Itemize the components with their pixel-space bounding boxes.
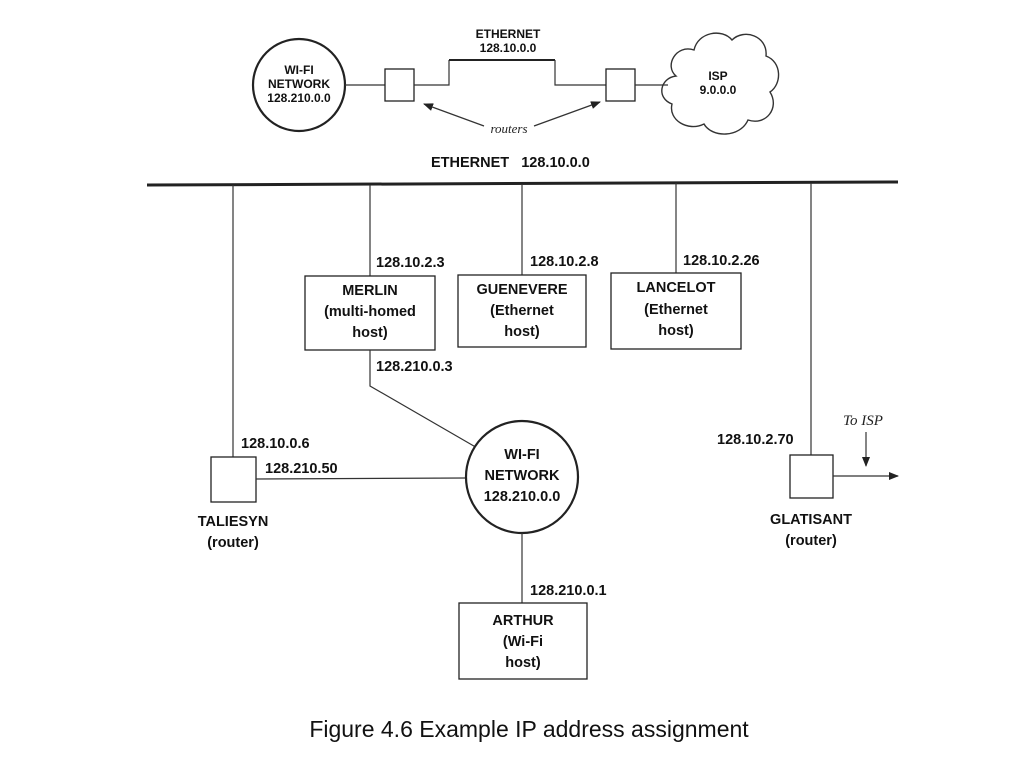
- taliesyn-name: TALIESYN: [198, 514, 269, 530]
- lancelot-address: 128.10.2.26: [683, 253, 760, 269]
- host-arthur: 128.210.0.1 ARTHUR (Wi-Fi host): [458, 583, 607, 680]
- router-glatisant: 128.10.2.70 To ISP GLATISANT (router): [717, 413, 899, 549]
- taliesyn-wifi-address: 128.210.50: [265, 461, 338, 477]
- glatisant-box: [789, 454, 834, 499]
- taliesyn-address: 128.10.0.6: [241, 436, 310, 452]
- arthur-name: ARTHUR: [492, 613, 554, 629]
- isp-label-1: ISP: [708, 69, 727, 83]
- merlin-address: 128.10.2.3: [376, 255, 445, 271]
- glatisant-role: (router): [785, 533, 837, 549]
- top-ethernet-label-1: ETHERNET: [476, 27, 541, 41]
- routers-arrow-right: [533, 101, 601, 127]
- wifi-label-3: 128.210.0.0: [484, 489, 561, 505]
- merlin-box: [304, 275, 436, 351]
- guenevere-desc-2: host): [504, 324, 540, 340]
- guenevere-box: [457, 274, 587, 348]
- top-ethernet-label-2: 128.10.0.0: [480, 41, 537, 55]
- figure-caption: Figure 4.6 Example IP address assignment: [309, 716, 749, 742]
- top-wifi-label-3: 128.210.0.0: [267, 91, 331, 105]
- guenevere-address: 128.10.2.8: [530, 254, 599, 270]
- lancelot-desc-2: host): [658, 323, 694, 339]
- routers-arrow-left: [423, 103, 485, 127]
- top-wifi-label-1: WI-FI: [284, 63, 313, 77]
- host-lancelot: 128.10.2.26 LANCELOT (Ethernet host): [610, 253, 760, 350]
- routers-label: routers: [490, 121, 527, 136]
- isp-label-2: 9.0.0.0: [700, 83, 737, 97]
- taliesyn-wifi-link: [255, 477, 467, 480]
- host-merlin: 128.10.2.3 MERLIN (multi-homed host) 128…: [304, 255, 480, 450]
- ethernet-bus-label: ETHERNET 128.10.0.0: [431, 155, 590, 171]
- lancelot-desc: (Ethernet: [644, 302, 708, 318]
- merlin-wifi-link: [369, 350, 480, 450]
- arthur-address: 128.210.0.1: [530, 583, 607, 599]
- wifi-label-1: WI-FI: [504, 447, 539, 463]
- merlin-desc-2: host): [352, 325, 388, 341]
- lancelot-name: LANCELOT: [637, 280, 716, 296]
- lancelot-box: [610, 272, 742, 350]
- to-isp-label: To ISP: [843, 413, 883, 429]
- top-right-router: [605, 68, 636, 102]
- ethernet-bus: [146, 180, 899, 187]
- top-left-router: [384, 68, 415, 102]
- taliesyn-box: [210, 456, 257, 503]
- merlin-name: MERLIN: [342, 283, 398, 299]
- guenevere-name: GUENEVERE: [476, 282, 567, 298]
- arthur-desc-2: host): [505, 655, 541, 671]
- wifi-label-2: NETWORK: [485, 468, 560, 484]
- taliesyn-role: (router): [207, 535, 259, 551]
- host-guenevere: 128.10.2.8 GUENEVERE (Ethernet host): [457, 254, 599, 348]
- glatisant-name: GLATISANT: [770, 512, 852, 528]
- top-wifi-label-2: NETWORK: [268, 77, 330, 91]
- guenevere-desc: (Ethernet: [490, 303, 554, 319]
- wifi-network: WI-FI NETWORK 128.210.0.0: [464, 419, 580, 603]
- top-overview: WI-FI NETWORK 128.210.0.0 ETHERNET 128.1…: [251, 27, 780, 136]
- arthur-box: [458, 602, 588, 680]
- merlin-desc: (multi-homed: [324, 304, 416, 320]
- glatisant-address: 128.10.2.70: [717, 432, 794, 448]
- top-right-router-link: [554, 60, 606, 86]
- merlin-wifi-address: 128.210.0.3: [376, 359, 453, 375]
- router-taliesyn: 128.10.0.6 128.210.50 TALIESYN (router): [198, 436, 467, 551]
- arthur-desc: (Wi-Fi: [503, 634, 543, 650]
- top-left-router-link: [414, 60, 450, 86]
- isp-cloud-icon: [661, 32, 780, 135]
